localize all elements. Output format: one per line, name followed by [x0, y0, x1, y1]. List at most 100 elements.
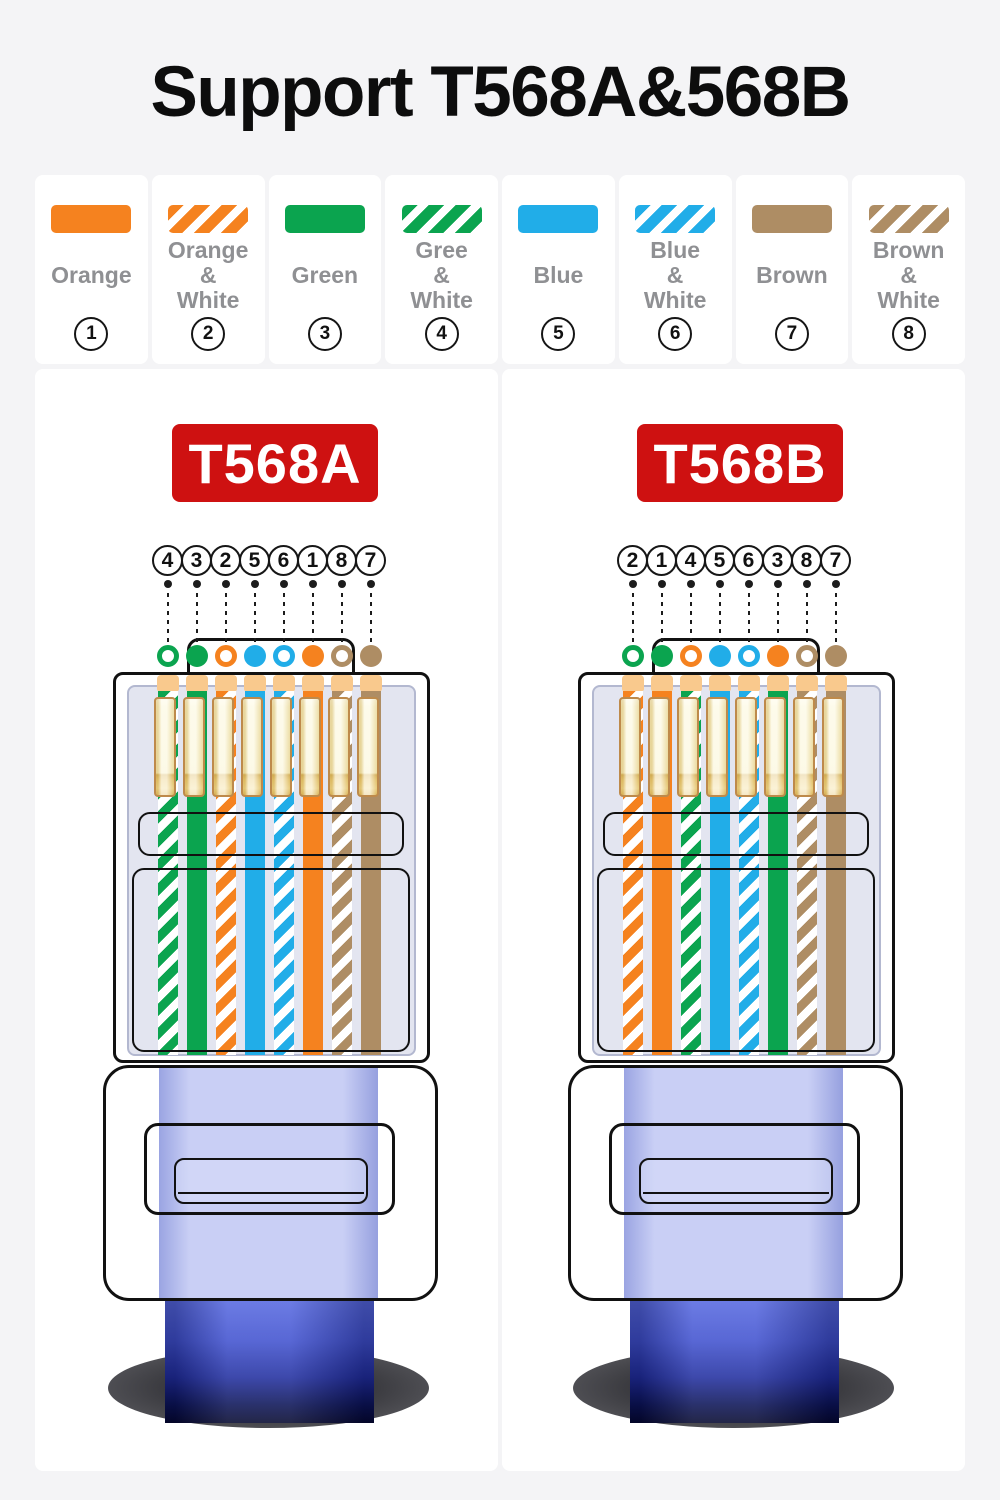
gold-pin	[619, 697, 641, 797]
wire-tip-cap	[622, 675, 644, 691]
color-label-line: &	[199, 261, 217, 288]
wire-tip-dot	[331, 645, 353, 667]
wire-tip-dot	[709, 645, 731, 667]
color-label: Green	[292, 233, 358, 317]
pin-leader-line	[341, 593, 343, 645]
pin-marker-dot	[687, 580, 695, 588]
gold-pin	[793, 697, 815, 797]
color-label-line: Orange	[167, 236, 249, 263]
legend-number: 2	[191, 317, 226, 351]
color-label-line: &	[433, 261, 450, 288]
pin-marker-dot	[164, 580, 172, 588]
pin-leader-line	[370, 593, 372, 645]
pin-marker-dot	[251, 580, 259, 588]
wire-tip-cap	[738, 675, 760, 691]
color-label-line: White	[643, 286, 707, 313]
color-swatch	[284, 205, 365, 233]
pin-marker-dot	[803, 580, 811, 588]
color-label: Blue&White	[644, 233, 707, 317]
pin-number-badge: 8	[326, 545, 357, 576]
legend-number: 5	[541, 317, 576, 351]
boot-window	[144, 1123, 395, 1215]
pin-marker-dot	[338, 580, 346, 588]
wire-tip-dot	[244, 645, 266, 667]
pin-leader-line	[777, 593, 779, 645]
wire-tip-cap	[767, 675, 789, 691]
legend-number: 7	[774, 317, 809, 351]
pin-marker-dot	[629, 580, 637, 588]
legend-number: 3	[307, 317, 342, 351]
legend-number: 1	[74, 317, 109, 351]
gold-pin	[154, 697, 176, 797]
boot-latch-bar	[639, 1158, 833, 1204]
wire-tip-dot	[767, 645, 789, 667]
cable	[630, 1297, 839, 1423]
wire-tip-cap	[186, 675, 208, 691]
wire-tip-cap	[331, 675, 353, 691]
color-label-line: Orange	[51, 261, 132, 288]
pin-number-badge: 5	[704, 545, 735, 576]
pin-marker-dot	[367, 580, 375, 588]
pin-leader-line	[690, 593, 692, 645]
color-label-line: White	[877, 286, 940, 313]
color-label: Brown&White	[873, 233, 945, 317]
boot-latch-bar-lip	[643, 1192, 829, 1194]
pin-number-badge: 1	[646, 545, 677, 576]
wire-tip-cap	[709, 675, 731, 691]
wire-tip-cap	[680, 675, 702, 691]
wire-tip-dot	[157, 645, 179, 667]
legend-number: 8	[891, 317, 926, 351]
pin-number-badge: 6	[268, 545, 299, 576]
gold-pin	[212, 697, 234, 797]
color-label-line: Brown	[756, 261, 828, 288]
color-label-line: Blue	[533, 261, 584, 288]
gold-pin	[822, 697, 844, 797]
wire-tip-cap	[215, 675, 237, 691]
color-label-line: &	[900, 261, 917, 288]
color-swatch	[635, 205, 716, 233]
wire-tip-dot	[186, 645, 208, 667]
color-label: Orange	[51, 233, 132, 317]
pin-number-badge: 1	[297, 545, 328, 576]
gold-pin	[299, 697, 321, 797]
wire-tip-cap	[273, 675, 295, 691]
pin-marker-dot	[280, 580, 288, 588]
color-label-line: Gree	[415, 236, 468, 263]
page-title: Support T568A&568B	[150, 53, 851, 132]
color-swatch	[168, 205, 249, 233]
wire-tip-cap	[651, 675, 673, 691]
pin-number-badge: 8	[791, 545, 822, 576]
pin-number-badge: 5	[239, 545, 270, 576]
color-swatch	[868, 205, 949, 233]
pin-marker-dot	[658, 580, 666, 588]
wire-tip-dot	[680, 645, 702, 667]
gold-pin	[764, 697, 786, 797]
gold-pin	[270, 697, 292, 797]
color-label: Orange&White	[168, 233, 249, 317]
wire-tip-dot	[825, 645, 847, 667]
head-window-top	[603, 812, 869, 856]
pin-number-badge: 3	[762, 545, 793, 576]
t568a-badge: T568A	[172, 424, 378, 502]
color-label-line: Blue	[650, 236, 701, 263]
pin-leader-line	[167, 593, 169, 645]
gold-pin	[648, 697, 670, 797]
wire-tip-dot	[215, 645, 237, 667]
pin-marker-dot	[309, 580, 317, 588]
pin-number-badge: 7	[355, 545, 386, 576]
pin-leader-line	[225, 593, 227, 645]
pin-number-badge: 3	[181, 545, 212, 576]
pin-number-badge: 2	[210, 545, 241, 576]
pin-leader-line	[632, 593, 634, 645]
pin-marker-dot	[193, 580, 201, 588]
pin-number-badge: 2	[617, 545, 648, 576]
pin-number-badge: 4	[152, 545, 183, 576]
color-label: Gree&White	[410, 233, 473, 317]
color-label-line: White	[410, 286, 473, 313]
